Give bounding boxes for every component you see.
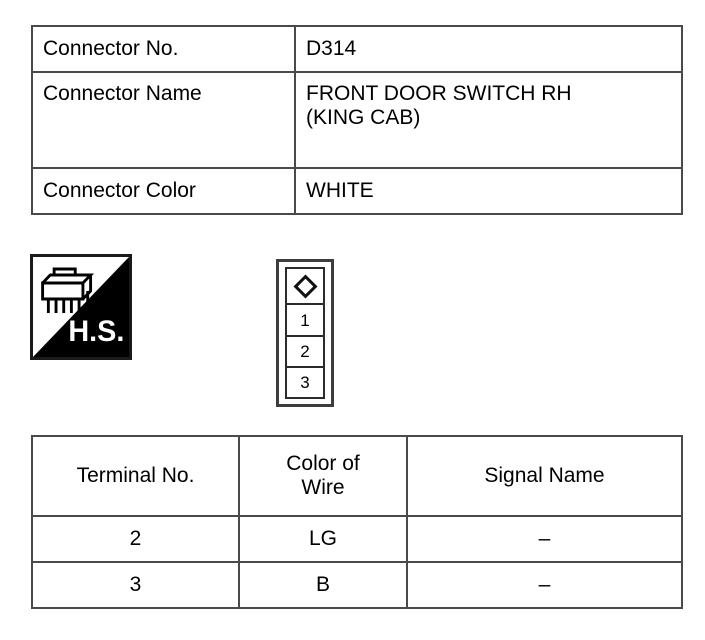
header-color-of-wire: Color of Wire bbox=[238, 435, 408, 517]
cell-color-of-wire: B bbox=[238, 561, 408, 609]
connector-no-label: Connector No. bbox=[31, 25, 296, 73]
cell-color-of-wire: LG bbox=[238, 515, 408, 563]
hs-emblem-label: H.S. bbox=[68, 314, 124, 348]
header-signal-name: Signal Name bbox=[406, 435, 683, 517]
table-row: Connector Color WHITE bbox=[31, 167, 683, 215]
cell-signal-name: – bbox=[406, 515, 683, 563]
connector-info-table: Connector No. D314 Connector Name FRONT … bbox=[31, 25, 683, 215]
connector-harness-icon bbox=[41, 267, 95, 313]
hs-emblem: H.S. bbox=[30, 254, 132, 360]
connector-color-value: WHITE bbox=[294, 167, 683, 215]
hs-emblem-graphic: H.S. bbox=[33, 257, 129, 357]
table-row: Connector No. D314 bbox=[31, 25, 683, 73]
connector-name-label: Connector Name bbox=[31, 71, 296, 169]
header-color-of-wire-line2: Wire bbox=[301, 476, 345, 499]
connector-pinout-diagram: 1 2 3 bbox=[276, 259, 334, 407]
pin-cell-3: 3 bbox=[287, 367, 323, 397]
connector-name-value-line2: (KING CAB) bbox=[306, 105, 421, 129]
pin-key-cell bbox=[287, 269, 323, 306]
header-color-of-wire-line1: Color of bbox=[286, 452, 360, 476]
pin-cell-2: 2 bbox=[287, 336, 323, 368]
terminal-table: Terminal No. Color of Wire Signal Name 2… bbox=[31, 435, 683, 609]
cell-signal-name: – bbox=[406, 561, 683, 609]
cell-terminal-no: 3 bbox=[31, 561, 240, 609]
connector-name-value-line1: FRONT DOOR SWITCH RH bbox=[306, 82, 572, 105]
diagonal-fill bbox=[33, 257, 129, 357]
pin-stack: 1 2 3 bbox=[285, 267, 325, 399]
table-header-row: Terminal No. Color of Wire Signal Name bbox=[31, 435, 683, 517]
header-terminal-no: Terminal No. bbox=[31, 435, 240, 517]
connector-no-value: D314 bbox=[294, 25, 683, 73]
connector-name-value: FRONT DOOR SWITCH RH (KING CAB) bbox=[294, 71, 683, 169]
pin-cell-1: 1 bbox=[287, 305, 323, 337]
table-row: Connector Name FRONT DOOR SWITCH RH (KIN… bbox=[31, 71, 683, 169]
connector-color-label: Connector Color bbox=[31, 167, 296, 215]
diamond-marker-icon bbox=[292, 274, 318, 299]
table-row: 2 LG – bbox=[31, 515, 683, 563]
table-row: 3 B – bbox=[31, 561, 683, 609]
cell-terminal-no: 2 bbox=[31, 515, 240, 563]
